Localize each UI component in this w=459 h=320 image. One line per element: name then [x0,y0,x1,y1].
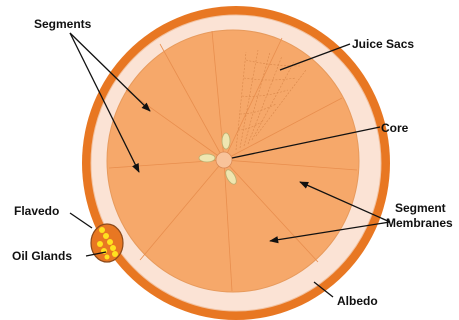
label-oil-glands: Oil Glands [12,249,72,263]
orange-fruit [82,6,390,320]
seed-icon [222,133,230,149]
label-albedo: Albedo [337,294,378,308]
oil-gland-dot [110,245,116,251]
label-core: Core [381,121,409,135]
label-segments: Segments [34,17,92,31]
oil-gland-dot [112,251,118,257]
core-center [216,152,232,168]
oil-gland-dot [103,233,109,239]
label-segment-membranes-line1: Segment [395,201,446,215]
oil-glands-detail [91,224,123,262]
oil-gland-dot [105,255,110,260]
seed-icon [199,154,215,162]
label-flavedo: Flavedo [14,204,59,218]
oil-gland-dot [107,239,113,245]
flavedo-leader [70,213,92,228]
label-juice-sacs: Juice Sacs [352,37,414,51]
label-segment-membranes-line2: Membranes [386,216,453,230]
oil-gland-dot [97,241,103,247]
oil-gland-dot [99,227,105,233]
